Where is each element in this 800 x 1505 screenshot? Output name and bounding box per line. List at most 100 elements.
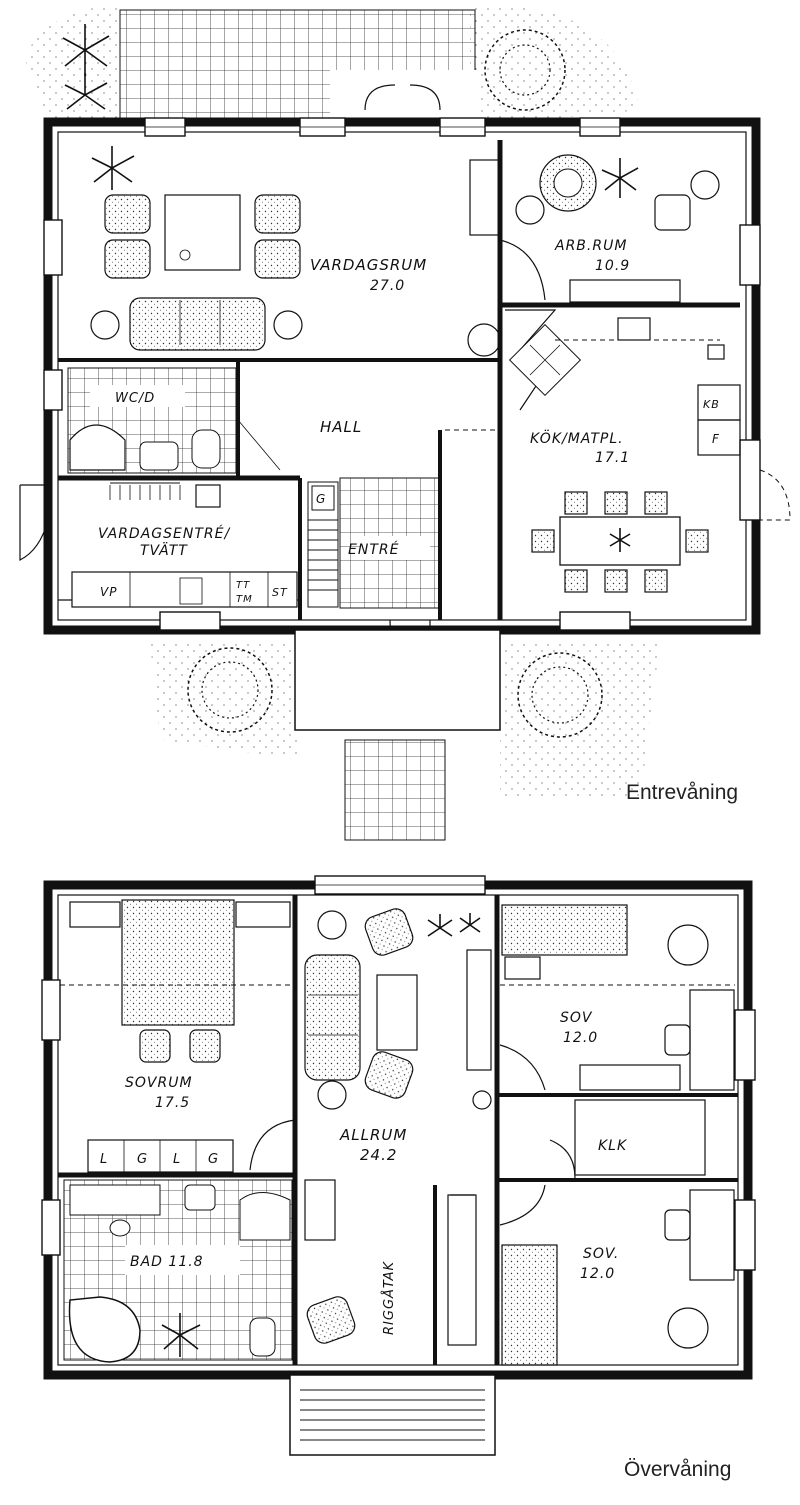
room-label-hall: HALL [320, 418, 362, 436]
room-area-sovrum: 17.5 [155, 1095, 190, 1111]
terrace-door-swing [364, 84, 441, 111]
wardrobe-label: L [173, 1152, 181, 1167]
bed-sov2 [501, 1244, 558, 1366]
bathtub [68, 1296, 141, 1363]
ground-windows-top [43, 117, 761, 631]
desk-chair [654, 194, 691, 231]
fixture-label-f: F [712, 432, 720, 446]
floor-caption-entrevaning: Entrevåning [626, 781, 739, 804]
bed-sov1 [501, 904, 628, 956]
nightstand-left [69, 901, 121, 928]
room-label-sov1: SOV [560, 1010, 593, 1026]
bath-toilet-icon [249, 1317, 276, 1357]
wardrobe-label: G [137, 1152, 148, 1167]
fixture-label-tm: TM [236, 594, 253, 605]
side-table-left [90, 310, 120, 340]
fixture-label-st: ST [272, 586, 288, 599]
room-area-kok: 17.1 [595, 450, 630, 466]
study-shelf [569, 279, 681, 303]
room-area-allrum: 24.2 [360, 1146, 397, 1164]
double-bed [121, 899, 235, 1026]
klk-door-swing [549, 1139, 576, 1179]
bath-shower-icon [239, 1192, 291, 1241]
armchairs-living [104, 194, 301, 279]
kitchen-door-swing [759, 469, 791, 521]
room-area-arb-rum: 10.9 [595, 258, 630, 274]
room-label-bad: BAD 11.8 [130, 1254, 204, 1270]
wardrobe-label: G [208, 1152, 219, 1167]
tv-bench [466, 949, 492, 1071]
allrum-cabinet [304, 1179, 336, 1241]
fixture-label-g: G [316, 492, 326, 506]
allrum-armchair [364, 908, 414, 956]
room-label-tvatt: TVÄTT [140, 541, 188, 559]
room-label-riggatak: RIGGÅTAK [381, 1260, 397, 1335]
shower-icon [69, 424, 126, 471]
freezer-f [697, 419, 741, 456]
table-flower-icon [609, 528, 631, 552]
study-door-swing [499, 239, 546, 301]
room-label-sov2: SOV. [583, 1246, 619, 1262]
sofa-allrum [304, 954, 361, 1081]
side-table-right [273, 310, 303, 340]
garden-area-se [500, 640, 660, 800]
sofa-living [129, 297, 266, 351]
sov1-door-swing [499, 1044, 546, 1091]
shrub-icon [517, 652, 603, 738]
armchair-study [539, 154, 597, 212]
coat-rack [109, 485, 181, 500]
table-vase-icon [179, 249, 191, 261]
walk-in-closet [574, 1099, 706, 1176]
room-label-klk: KLK [598, 1138, 628, 1154]
upper-floor: SOVRUM 17.5 ALLRUM 24.2 SOV 12.0 KLK SOV… [41, 875, 756, 1456]
upper-windows [41, 875, 756, 1271]
plant-icon-allrum [427, 914, 453, 937]
shrub-icon [484, 29, 566, 111]
bookshelf [469, 159, 501, 236]
porch [294, 629, 501, 731]
wc-sink-icon [139, 441, 179, 471]
room-label-sovrum: SOVRUM [125, 1075, 193, 1091]
side-entrance-door [19, 484, 49, 561]
room-label-arb-rum: ARB.RUM [554, 238, 627, 254]
garderob-g [311, 485, 335, 511]
wardrobes [87, 1139, 234, 1173]
allrum-reading-chair [306, 1296, 356, 1344]
sov2-desk [689, 1189, 735, 1281]
room-label-wc-d: WC/D [115, 391, 155, 406]
allrum-shelf [447, 1194, 477, 1346]
ground-floor: VARDAGSRUM 27.0 ARB.RUM 10.9 WC/D HALL K… [19, 4, 791, 841]
garden-area-nw [25, 5, 120, 125]
room-label-entre: ENTRÉ [348, 541, 399, 558]
front-steps [344, 739, 446, 841]
toilet-icon [191, 429, 221, 469]
nightstand-right [235, 901, 291, 928]
room-label-vardagsrum: VARDAGSRUM [310, 256, 427, 274]
dining-chairs [531, 491, 709, 593]
study-side-table [515, 195, 545, 225]
fixture-label-tt: TT [236, 580, 250, 591]
garden-area-ne [470, 4, 640, 121]
bath-sink-icon [109, 1219, 131, 1237]
fixture-label-kb: KB [703, 398, 720, 411]
shrub-icon [187, 647, 273, 733]
sov1-chair [667, 924, 709, 966]
room-label-allrum: ALLRUM [339, 1126, 407, 1144]
plant-icon-study [601, 158, 639, 198]
sov2-chair [667, 1307, 709, 1349]
plant-icon-bath [161, 1313, 201, 1357]
upper-interior-walls [58, 895, 738, 1365]
allrum-side-table [317, 1080, 347, 1110]
bedroom-chair [189, 1029, 221, 1063]
bench [195, 484, 221, 508]
fixture-label-vp: VP [100, 585, 117, 599]
room-label-vardagsentre: VARDAGSENTRÉ/ [98, 525, 230, 542]
study-lamp-icon [690, 170, 720, 200]
coffee-table [164, 194, 241, 271]
room-area-sov1: 12.0 [563, 1030, 598, 1046]
allrum-armchair [364, 1051, 414, 1099]
floor-caption-overvaning: Övervåning [624, 1458, 732, 1481]
bedroom-door-swing [249, 1119, 296, 1171]
kitchen-stove [617, 317, 651, 341]
